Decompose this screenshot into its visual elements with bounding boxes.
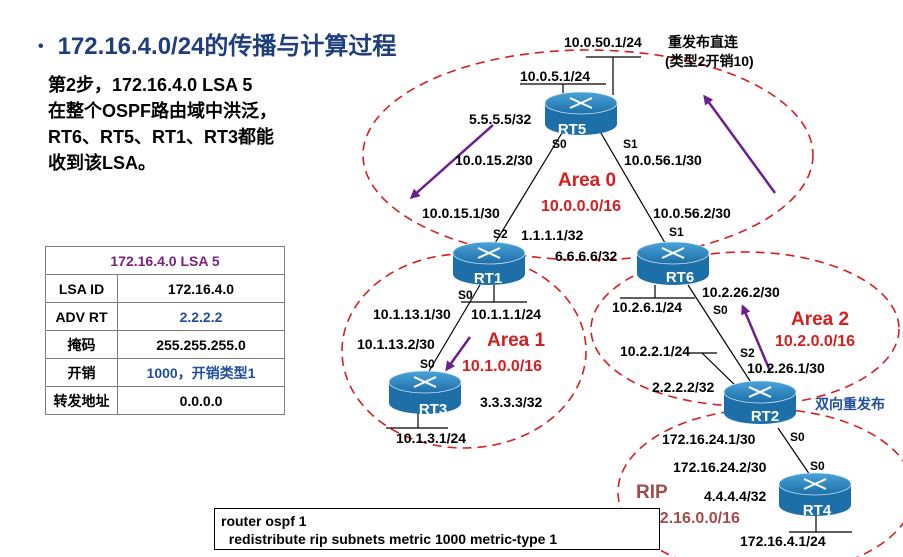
area0-name: Area 0 — [558, 170, 617, 191]
rt1-id-label: 1.1.1.1/32 — [521, 227, 584, 243]
link-rt5-rt1 — [491, 127, 566, 249]
description: 第2步，172.16.4.0 LSA 5 在整个OSPF路由域中洪泛， RT6、… — [48, 72, 277, 176]
description-line: 第2步，172.16.4.0 LSA 5 — [48, 75, 253, 95]
router-rt4: RT4 — [778, 472, 852, 519]
area0-boundary — [362, 49, 814, 261]
area2-name: Area 2 — [791, 309, 850, 330]
flood-arrow-area2 — [741, 304, 772, 372]
link-rt5-rt6 — [597, 127, 669, 249]
router-rt5: RT5 — [544, 91, 618, 138]
rt2-lan-stub — [701, 352, 739, 389]
rt4-lan-label: 172.16.4.1/24 — [740, 533, 826, 549]
rt2-s0-label: S0 — [790, 430, 805, 444]
router-label: RT5 — [558, 121, 586, 138]
rt5-lan2-label: 10.0.5.1/24 — [520, 68, 591, 84]
router-rt2: RT2 — [723, 380, 797, 425]
router-rt3: RT3 — [388, 370, 462, 418]
rt2-s2-label: S2 — [740, 346, 755, 360]
area0-network: 10.0.0.0/16 — [541, 198, 622, 215]
description-line: RT6、RT5、RT1、RT3都能 — [48, 127, 275, 147]
command-box: router ospf 1 redistribute rip subnets m… — [214, 508, 660, 550]
rt4-id-label: 4.4.4.4/32 — [704, 488, 767, 504]
bidirectional-label: 双向重发布 — [815, 396, 885, 412]
command-line: router ospf 1 — [221, 513, 307, 529]
link-rt2-rt4 — [777, 427, 813, 479]
rt3-lan-label: 10.1.3.1/24 — [396, 430, 467, 446]
area1-name: Area 1 — [487, 330, 546, 351]
redistribute-cost-label: (类型2开销10) — [665, 53, 754, 69]
rt6-s0-label: S0 — [713, 303, 728, 317]
description-line: 收到该LSA。 — [48, 153, 156, 173]
rt5-lan-label: 10.0.50.1/24 — [564, 34, 642, 50]
rip-network: 172.16.0.0/16 — [642, 510, 740, 527]
lsa-value: 1000，开销类型1 — [117, 358, 285, 387]
rt2-id-label: 2.2.2.2/32 — [652, 379, 715, 395]
rt5-id-label: 5.5.5.5/32 — [469, 111, 532, 127]
rip-name: RIP — [636, 482, 668, 503]
link-24-rt2-label: 172.16.24.1/30 — [662, 431, 756, 447]
title-text: 172.16.4.0/24的传播与计算过程 — [57, 33, 397, 60]
rt2-lan-label: 10.2.2.1/24 — [620, 343, 691, 359]
description-line: 在整个OSPF路由域中洪泛， — [48, 101, 278, 121]
router-label: RT1 — [474, 270, 502, 287]
rt1-s0-label: S0 — [458, 288, 473, 302]
link-26-rt2-label: 10.2.26.1/30 — [747, 360, 825, 376]
redistribute-direct-label: 重发布直连 — [668, 34, 738, 50]
link-13-rt3-label: 10.1.13.2/30 — [357, 336, 435, 352]
page-title: • 172.16.4.0/24的传播与计算过程 — [38, 26, 396, 61]
router-rt1: RT1 — [452, 241, 526, 287]
command-line: redistribute rip subnets metric 1000 met… — [221, 531, 558, 547]
router-label: RT3 — [419, 401, 447, 418]
rt4-s0-label: S0 — [810, 459, 825, 473]
rt3-s0-label: S0 — [420, 357, 435, 371]
router-label: RT2 — [751, 408, 779, 425]
router-rt6: RT6 — [636, 241, 710, 286]
bullet-icon: • — [38, 38, 44, 55]
lsa-table-header: 172.16.4.0 LSA 5 — [45, 246, 285, 275]
link-24-rt4-label: 172.16.24.2/30 — [673, 459, 767, 475]
rt1-lan-label: 10.1.1.1/24 — [471, 306, 542, 322]
link-56-rt6-label: 10.0.56.2/30 — [653, 205, 731, 221]
link-56-rt5-label: 10.0.56.1/30 — [624, 152, 702, 168]
lsa-value: 2.2.2.2 — [117, 302, 285, 331]
lsa-key: 转发地址 — [45, 386, 118, 415]
flood-arrow-right — [703, 94, 777, 194]
rt5-s0-label: S0 — [552, 137, 567, 151]
rt5-s1-label: S1 — [623, 137, 638, 151]
rt3-id-label: 3.3.3.3/32 — [480, 394, 543, 410]
area1-network: 10.1.0.0/16 — [462, 358, 543, 375]
link-rt6-rt2 — [687, 284, 753, 385]
link-15-rt5-label: 10.0.15.2/30 — [455, 152, 533, 168]
lsa-value: 0.0.0.0 — [117, 386, 285, 415]
lsa-key: 开销 — [45, 358, 118, 387]
link-rt1-rt3 — [424, 284, 481, 379]
rt1-s2-label: S2 — [493, 227, 508, 241]
flood-arrow-area1 — [445, 336, 472, 372]
link-15-rt1-label: 10.0.15.1/30 — [422, 205, 500, 221]
rt6-lan-label: 10.2.6.1/24 — [612, 299, 683, 315]
flood-arrow-left — [409, 124, 494, 199]
area2-network: 10.2.0.0/16 — [775, 333, 856, 350]
rt6-s1-label: S1 — [669, 225, 684, 239]
rt6-id-label: 6.6.6.6/32 — [555, 248, 618, 264]
router-label: RT6 — [666, 269, 694, 286]
router-label: RT4 — [803, 502, 832, 519]
link-26-rt6-label: 10.2.26.2/30 — [702, 284, 780, 300]
link-13-rt1-label: 10.1.13.1/30 — [373, 306, 451, 322]
